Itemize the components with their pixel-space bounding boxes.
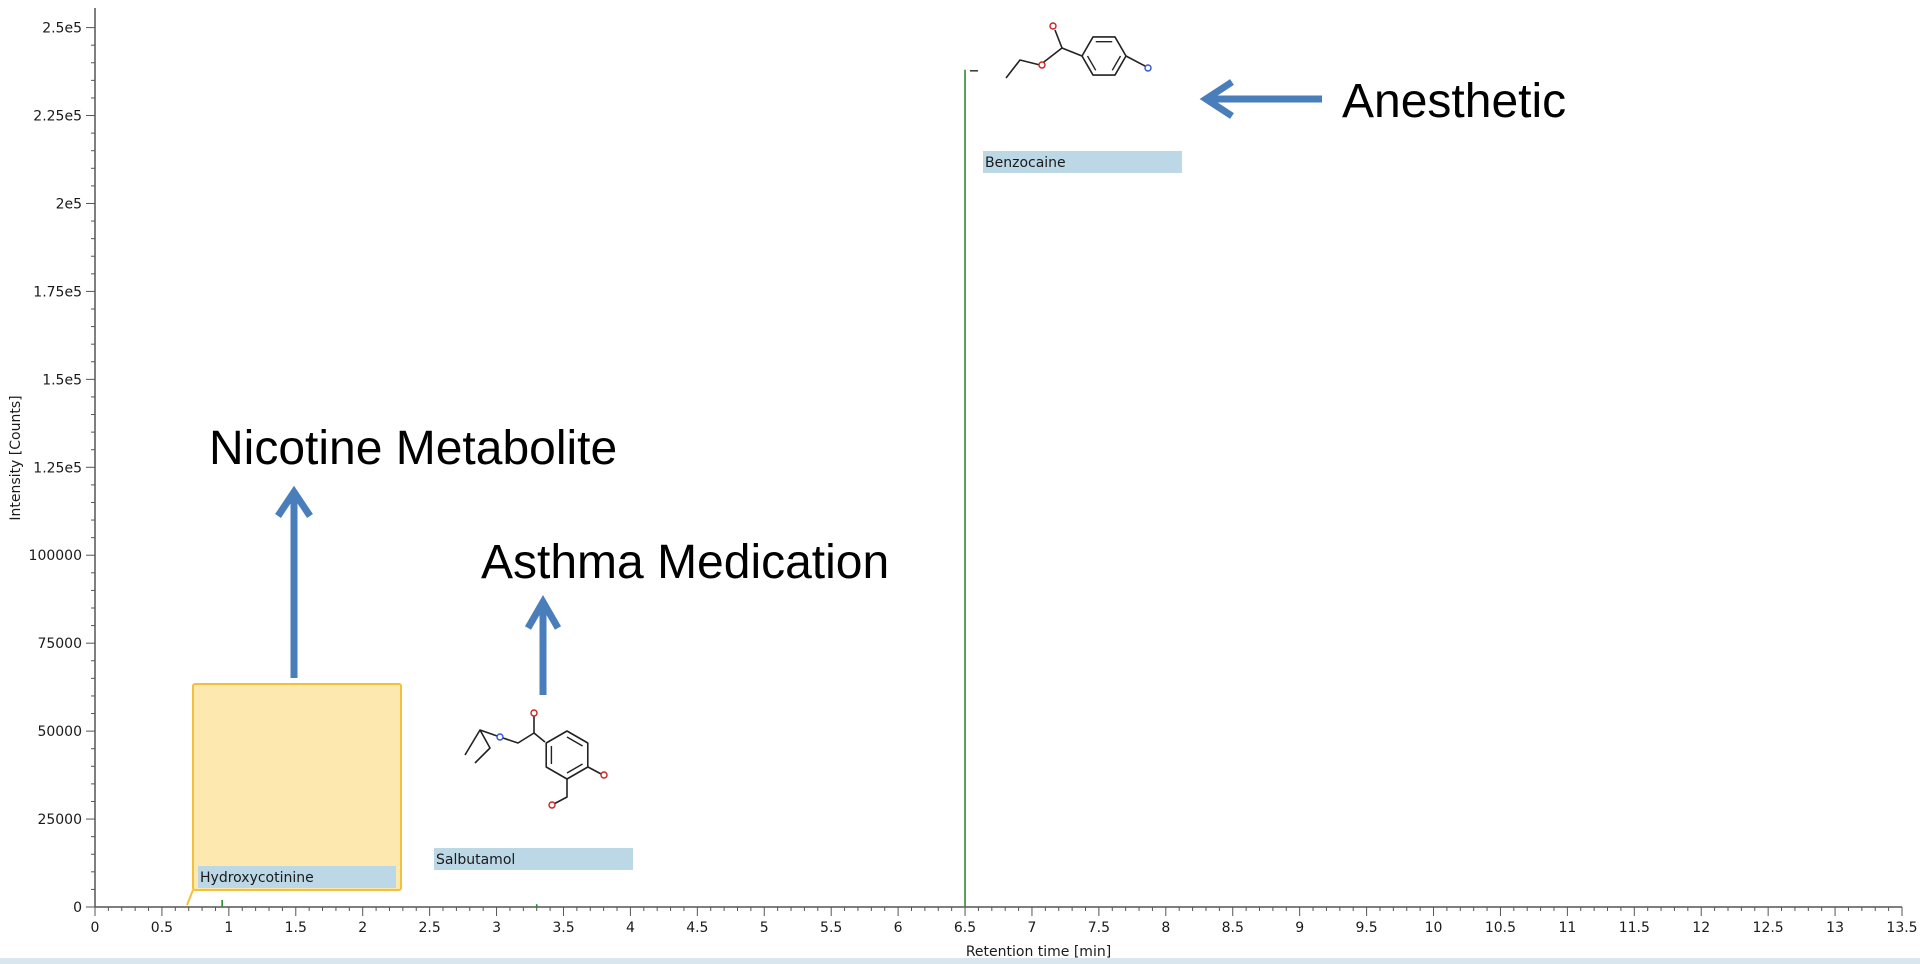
y-tick-label: 2.5e5 [42, 21, 82, 37]
x-tick-label: 10 [1425, 920, 1443, 936]
peak-labels: Hydroxycotinine Salbutamol Benzocaine [186, 151, 1182, 906]
oxygen-atom [530, 709, 538, 717]
x-tick-label: 1 [224, 920, 233, 936]
peak-label-salbutamol: Salbutamol [436, 852, 515, 868]
x-tick-label: 4.5 [686, 920, 708, 936]
x-tick-label: 2 [358, 920, 367, 936]
tert-butyl [464, 729, 491, 764]
peak-label-benzocaine: Benzocaine [985, 155, 1066, 171]
y-axis-title: Intensity [Counts] [8, 395, 24, 520]
y-tick-label: 1.75e5 [33, 284, 82, 300]
annotation-arrow-head [275, 485, 313, 518]
x-tick-label: 9.5 [1355, 920, 1377, 936]
annotation-nicotine-metabolite: Nicotine Metabolite [209, 422, 617, 475]
x-tick-label: 6 [894, 920, 903, 936]
x-tick-label: 7.5 [1088, 920, 1110, 936]
y-tick-label: 1.5e5 [42, 372, 82, 388]
x-tick-label: 0.5 [151, 920, 173, 936]
x-tick-label: 7 [1028, 920, 1037, 936]
benzene-ring-double-bond [566, 763, 583, 774]
oxygen-atom [600, 771, 608, 779]
oxygen-atom [1038, 61, 1046, 69]
annotation-asthma-medication: Asthma Medication [481, 536, 889, 589]
carbonyl-bond [1054, 29, 1063, 49]
annotation-anesthetic: Anesthetic [1342, 75, 1566, 128]
y-tick-label: 75000 [37, 636, 82, 652]
benzene-ring-double-bond [1086, 55, 1097, 71]
peak-label-bg[interactable] [198, 866, 396, 888]
phenol-bond [587, 766, 604, 776]
highlight-box-hydroxycotinine[interactable] [192, 683, 402, 891]
x-tick-label: 8 [1161, 920, 1170, 936]
x-tick-label: 3.5 [552, 920, 574, 936]
nitrogen-atom [496, 733, 504, 741]
benzene-ring-double-bond [566, 736, 583, 747]
x-axis-title: Retention time [min] [966, 944, 1111, 960]
nitrogen-atom [1144, 64, 1152, 72]
x-tick-label: 11.5 [1619, 920, 1650, 936]
x-tick-label: 10.5 [1485, 920, 1516, 936]
y-tick-label: 2e5 [56, 196, 82, 212]
x-tick-label: 8.5 [1222, 920, 1244, 936]
x-tick-label: 12.5 [1753, 920, 1784, 936]
annotation-arrow-head [1199, 79, 1234, 119]
benzene-ring [1081, 36, 1127, 76]
y-tick-label: 2.25e5 [33, 109, 82, 125]
x-tick-label: 0 [91, 920, 100, 936]
y-tick-label: 50000 [37, 724, 82, 740]
benzene-ring [545, 730, 589, 780]
x-tick-label: 13.5 [1886, 920, 1917, 936]
x-tick-label: 9 [1295, 920, 1304, 936]
axes: 0 25000 50000 75000 100000 1.25e5 1.5e5 1.75e5 2… [8, 8, 1918, 960]
x-tick-label: 12 [1692, 920, 1710, 936]
x-tick-label: 6.5 [954, 920, 976, 936]
x-tick-label: 5 [760, 920, 769, 936]
oxygen-atom [548, 801, 556, 809]
highlight-pointer [186, 889, 194, 906]
traces [221, 69, 979, 907]
annotation-arrow-head [524, 594, 562, 630]
x-tick-label: 4 [626, 920, 635, 936]
y-tick-label: 100000 [29, 548, 82, 564]
y-tick-label: 25000 [37, 812, 82, 828]
y-tick-label: 0 [73, 900, 82, 916]
x-tick-label: 1.5 [285, 920, 307, 936]
bottom-scrollbar [0, 958, 1920, 964]
x-tick-label: 5.5 [820, 920, 842, 936]
benzene-ring-double-bond [1111, 55, 1122, 71]
chain [479, 729, 546, 744]
x-tick-label: 11 [1558, 920, 1576, 936]
oxygen-atom [1049, 22, 1057, 30]
peak-label-bg[interactable] [434, 848, 633, 870]
x-tick-label: 3 [492, 920, 501, 936]
salbutamol-structure [464, 709, 608, 809]
benzocaine-structure [1005, 22, 1152, 79]
x-tick-label: 13 [1826, 920, 1844, 936]
x-tick-label: 2.5 [418, 920, 440, 936]
y-tick-label: 1.25e5 [33, 460, 82, 476]
peak-label-bg[interactable] [983, 151, 1182, 173]
amine-bond [1125, 55, 1146, 67]
peak-label-hydroxycotinine: Hydroxycotinine [200, 870, 314, 886]
ch2oh-bond [551, 779, 568, 806]
